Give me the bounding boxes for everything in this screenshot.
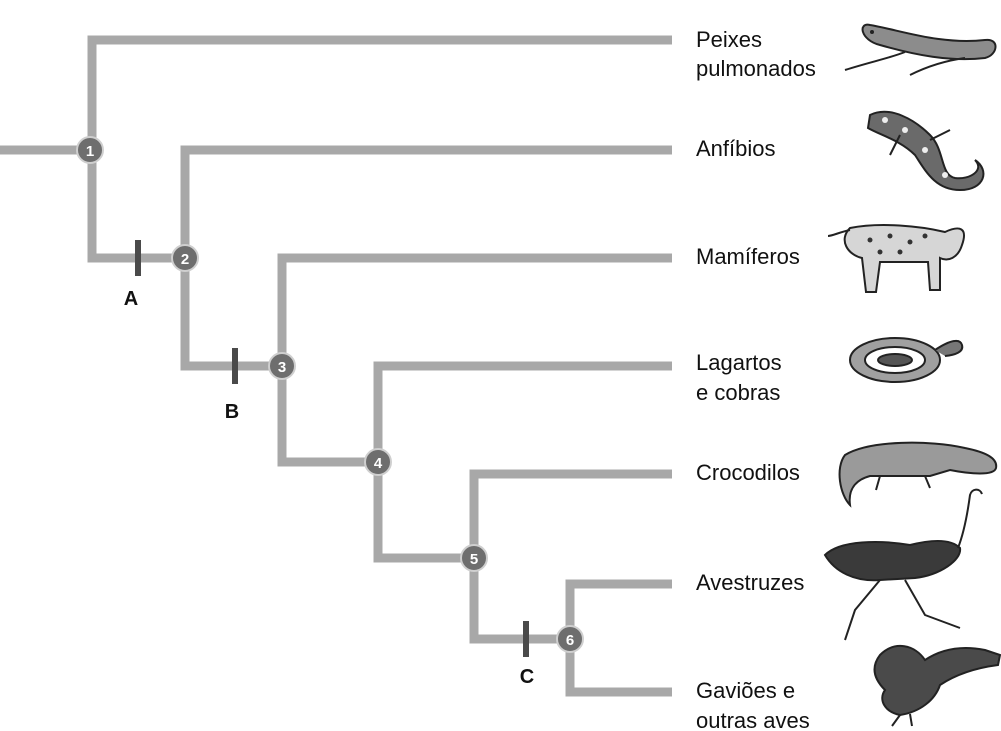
snake-icon	[849, 337, 964, 383]
node-2-circle	[171, 244, 199, 272]
taxon-amphibians: Anfíbios	[696, 136, 776, 161]
taxon-hawks-line2: outras aves	[696, 708, 810, 731]
crocodile-icon	[838, 441, 998, 508]
node-3: 3	[268, 352, 296, 380]
taxon-ostriches: Avestruzes	[696, 570, 804, 595]
taxon-crocodiles: Crocodilos	[696, 460, 800, 485]
marker-c-bar	[523, 621, 529, 657]
branch-lungfish	[87, 35, 672, 150]
branch-crocodiles	[469, 469, 672, 558]
marker-b-bar	[232, 348, 238, 384]
branch-node2-node3	[180, 258, 282, 371]
branch-hawks	[565, 639, 672, 697]
node-5-label: 5	[470, 551, 478, 568]
marker-c-label: C	[520, 666, 534, 688]
node-5: 5	[460, 544, 488, 572]
taxon-lizards: Lagartos e cobras	[696, 350, 782, 405]
branch-node5-node6	[469, 558, 570, 644]
ostrich-icon	[823, 488, 983, 641]
node-1-circle	[76, 136, 104, 164]
node-6-label: 6	[566, 632, 574, 649]
marker-b-label: B	[225, 401, 239, 423]
node-4: 4	[364, 448, 392, 476]
node-1-label: 1	[86, 143, 94, 160]
branch-mammals	[277, 253, 672, 366]
branch-node3-node4	[277, 366, 378, 467]
branch-lizards	[373, 361, 672, 462]
lungfish-icon	[844, 23, 997, 76]
marker-a: A	[124, 240, 141, 310]
node-2-label: 2	[181, 251, 189, 268]
node-6-circle	[556, 625, 584, 653]
tree-branches	[0, 35, 672, 697]
marker-a-bar	[135, 240, 141, 276]
node-4-circle	[364, 448, 392, 476]
marker-b: B	[225, 348, 239, 423]
taxon-mammals: Mamíferos	[696, 244, 800, 269]
node-3-circle	[268, 352, 296, 380]
taxon-hawks: Gaviões e outras aves	[696, 678, 810, 731]
node-6: 6	[556, 625, 584, 653]
node-4-label: 4	[374, 455, 383, 472]
taxon-lungfish: Peixes pulmonados	[696, 27, 816, 81]
node-2: 2	[171, 244, 199, 272]
marker-c: C	[520, 621, 534, 688]
branch-node1-node2	[87, 150, 185, 263]
taxon-lungfish-line1: Peixes	[696, 27, 762, 52]
branch-node4-node5	[373, 462, 474, 563]
node-3-label: 3	[278, 359, 286, 376]
node-1: 1	[76, 136, 104, 164]
node-5-circle	[460, 544, 488, 572]
taxon-lungfish-line2: pulmonados	[696, 56, 816, 81]
salamander-icon	[866, 110, 985, 192]
taxon-lizards-line2: e cobras	[696, 380, 780, 405]
wildcat-icon	[827, 224, 965, 293]
hawk-icon	[873, 645, 1001, 727]
branch-amphibians	[180, 145, 672, 258]
taxon-hawks-line1: Gaviões e	[696, 678, 795, 703]
marker-a-label: A	[124, 288, 138, 310]
taxon-lizards-line1: Lagartos	[696, 350, 782, 375]
branch-ostriches	[565, 579, 672, 639]
